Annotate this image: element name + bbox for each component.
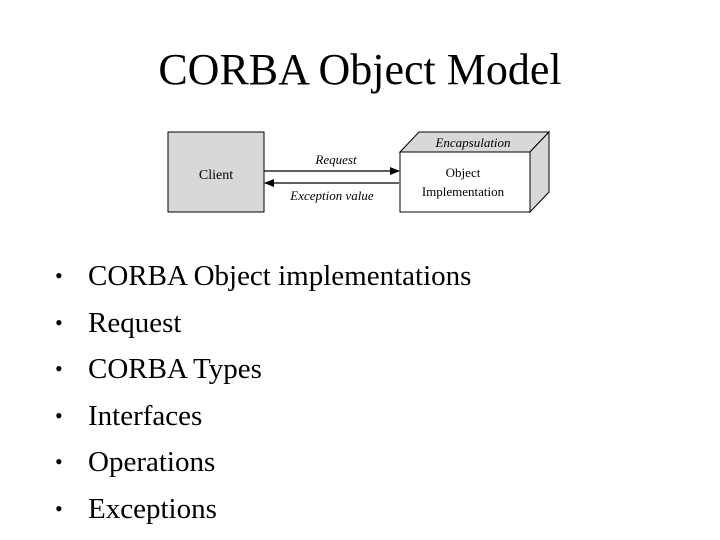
exception-label: Exception value [289,188,374,203]
encapsulation-label: Encapsulation [434,135,510,150]
bullet-text: Operations [88,446,216,478]
bullet-text: Request [88,306,182,339]
list-item: • Operations [55,439,471,486]
cube-front-face [399,151,531,213]
bullet-text: CORBA Types [88,353,262,385]
encapsulation-cube [398,130,551,214]
object-impl-label-line2: Implementation [422,184,505,199]
list-item: • Request [55,300,471,347]
bullet-icon: • [55,309,63,335]
bullet-icon: • [55,449,63,474]
bullet-icon: • [55,263,63,288]
client-label: Client [199,168,233,183]
bullet-text: CORBA Object implementations [88,260,472,292]
list-item: • CORBA Object implementations [55,253,471,300]
object-impl-label-line1: Object [446,165,481,180]
list-item: • Interfaces [55,393,471,440]
bullet-list: • CORBA Object implementations • Request •… [55,253,471,532]
request-label: Request [314,152,357,167]
bullet-icon: • [55,495,63,521]
bullet-text: Interfaces [88,399,203,432]
bullet-text: Exceptions [88,492,217,525]
bullet-icon: • [55,356,63,381]
bullet-icon: • [55,402,63,428]
list-item: • Exceptions [55,486,471,533]
slide-title: CORBA Object Model [158,45,562,94]
client-box [167,131,265,213]
list-item: • CORBA Types [55,346,471,393]
